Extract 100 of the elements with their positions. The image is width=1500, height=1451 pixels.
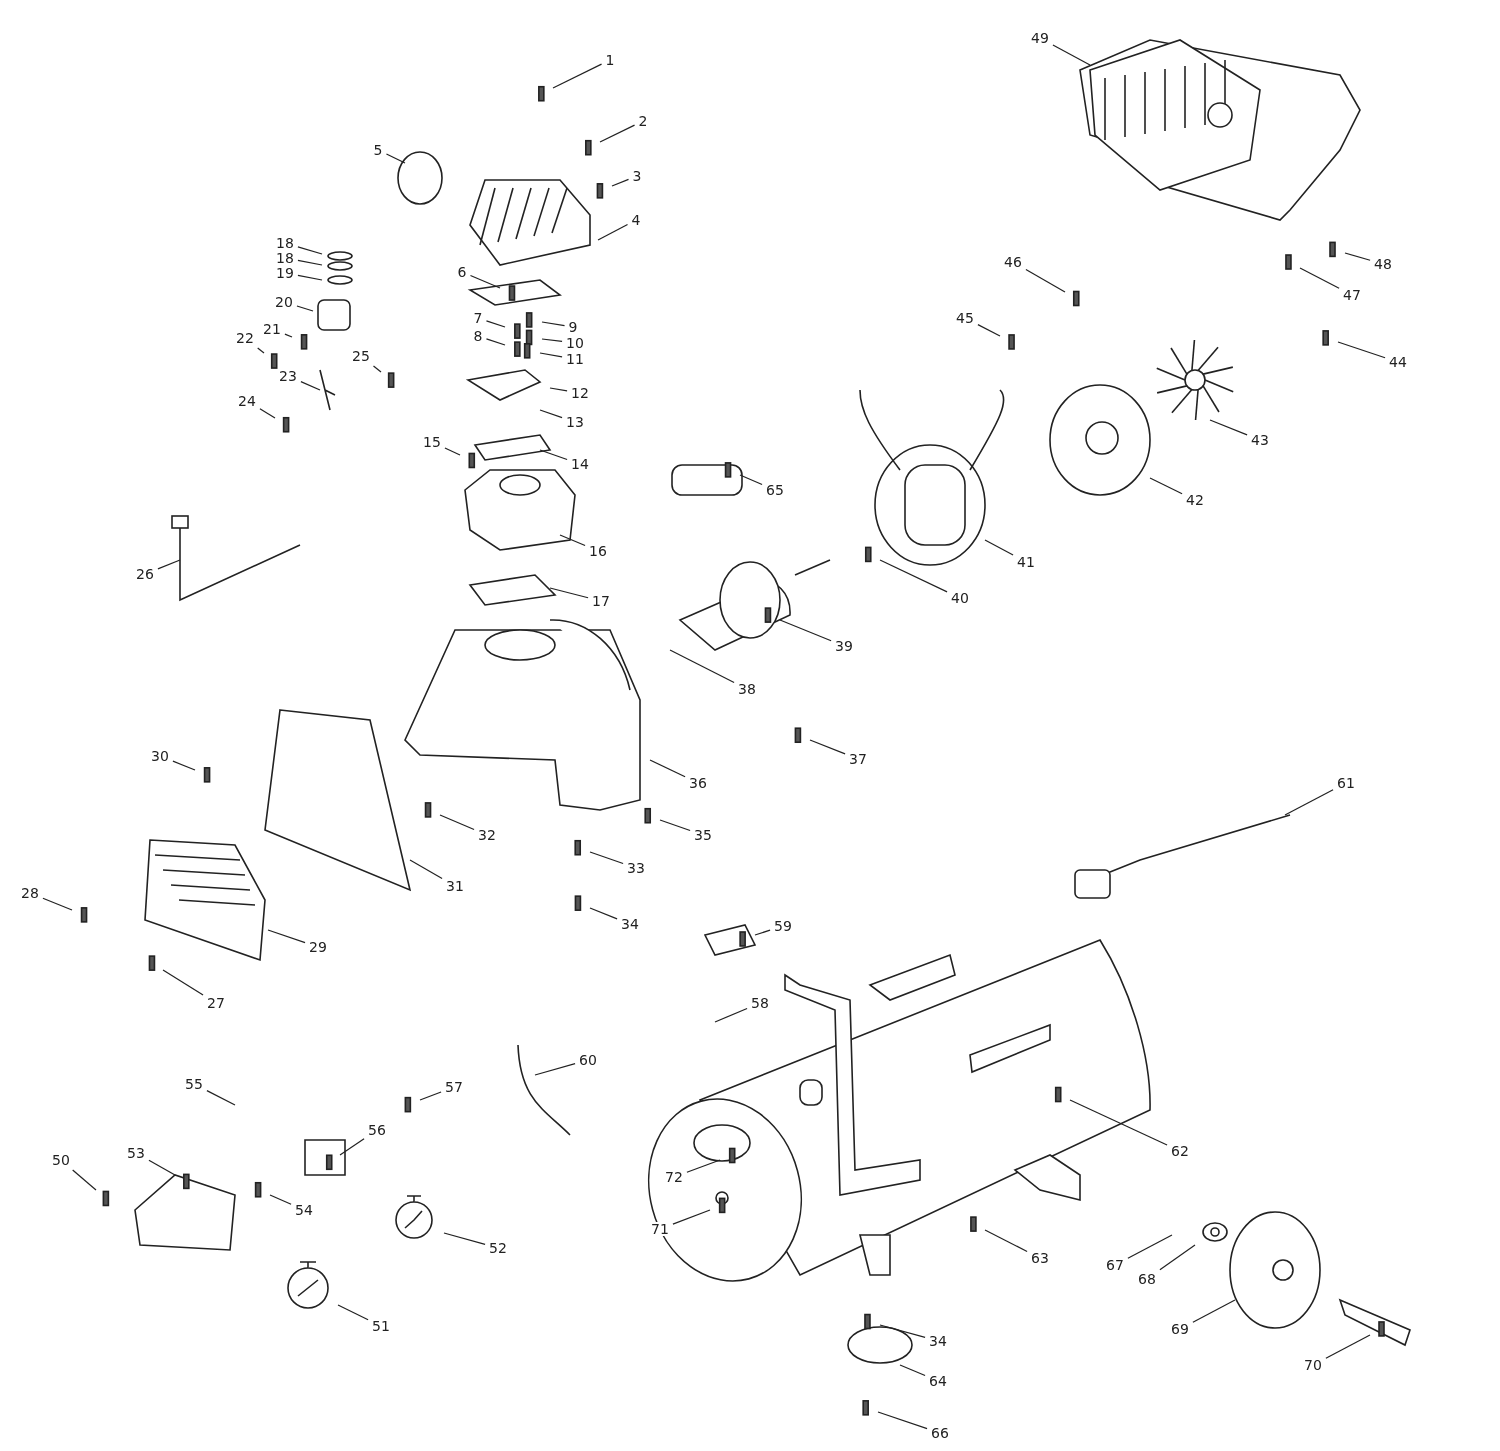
callout-number: 34 [928,1334,948,1348]
callout-number: 29 [308,940,328,954]
leader-line [686,1159,721,1173]
leader-line [549,387,568,392]
leader-line [559,534,586,547]
callout-number: 4 [630,213,642,227]
leader-line [714,1007,748,1023]
leader-line [754,929,771,936]
callout-number: 48 [1373,257,1393,271]
callout-number: 25 [351,349,371,363]
callout-number: 17 [591,594,611,608]
callout-number: 71 [650,1222,670,1236]
leader-line [589,907,618,920]
callout-number: 55 [184,1077,204,1091]
leader-line [1069,1099,1168,1146]
callout-number: 11 [565,352,585,366]
leader-line [444,447,461,456]
leader-line [419,1091,442,1101]
leader-line [269,1194,292,1205]
leader-line [284,333,293,338]
leader-line [809,739,846,755]
leader-line [485,338,506,346]
leader-line [439,814,475,831]
leader-line [1025,268,1066,293]
callout-number: 13 [565,415,585,429]
callout-number: 3 [631,169,643,183]
callout-number: 20 [274,295,294,309]
callout-number: 62 [1170,1144,1190,1158]
callout-number: 16 [588,544,608,558]
callout-number: 60 [578,1053,598,1067]
callout-number: 2 [637,114,649,128]
callout-number: 34 [620,917,640,931]
leader-line [297,274,323,281]
callout-number: 63 [1030,1251,1050,1265]
callout-number: 31 [445,879,465,893]
leader-line [1299,267,1340,289]
callout-number: 10 [565,336,585,350]
leader-line [539,352,563,358]
callout-number: 8 [472,329,484,343]
callout-number: 6 [456,265,468,279]
leader-line [659,819,691,832]
callout-number: 44 [1388,355,1408,369]
callout-number: 72 [664,1170,684,1184]
callout-number: 38 [737,682,757,696]
callout-number: 50 [51,1153,71,1167]
leader-line [42,897,73,911]
callout-number: 41 [1016,555,1036,569]
leader-line [1337,341,1386,359]
leader-line [1344,252,1371,261]
callout-number: 27 [206,996,226,1010]
leader-line [267,929,306,944]
callout-number: 65 [765,483,785,497]
leader-line [541,338,563,343]
callout-number: 24 [237,394,257,408]
leader-line [300,381,321,391]
callout-number: 1 [604,53,616,67]
leader-line [409,859,443,880]
callout-number: 23 [278,369,298,383]
leader-line [879,1324,926,1339]
callout-number: 47 [1342,288,1362,302]
callout-number: 30 [150,749,170,763]
leader-line [259,408,276,419]
leader-line [597,223,629,241]
leader-line [672,1209,711,1225]
callout-number: 46 [1003,255,1023,269]
callout-number: 18 [275,251,295,265]
callout-number: 14 [570,457,590,471]
leader-line [539,409,563,419]
leader-line [337,1304,369,1321]
callout-number: 18 [275,236,295,250]
leader-line [148,1159,176,1176]
leader-line [469,274,501,289]
callout-number: 69 [1170,1322,1190,1336]
callout-number: 32 [477,828,497,842]
leader-line [1192,1299,1236,1323]
callout-number: 26 [135,567,155,581]
leader-line [297,259,323,266]
leader-line [385,153,406,164]
callout-number: 49 [1030,31,1050,45]
callout-number: 28 [20,886,40,900]
callout-number: 61 [1336,776,1356,790]
callout-number: 59 [773,919,793,933]
callout-number: 19 [275,266,295,280]
leader-line [534,1063,576,1076]
leader-line [1149,477,1183,495]
callout-number: 7 [472,311,484,325]
leader-line [611,178,630,187]
leader-line [1209,419,1248,436]
callout-number: 53 [126,1146,146,1160]
leader-line [297,246,323,255]
leader-line [552,63,603,89]
leader-line [172,760,196,771]
callout-number: 35 [693,828,713,842]
leader-line [72,1169,97,1191]
leader-line [649,759,686,778]
callout-number: 54 [294,1203,314,1217]
leader-line [669,649,735,684]
leader-line [485,320,506,328]
leader-line [599,124,636,143]
callout-number: 67 [1105,1258,1125,1272]
